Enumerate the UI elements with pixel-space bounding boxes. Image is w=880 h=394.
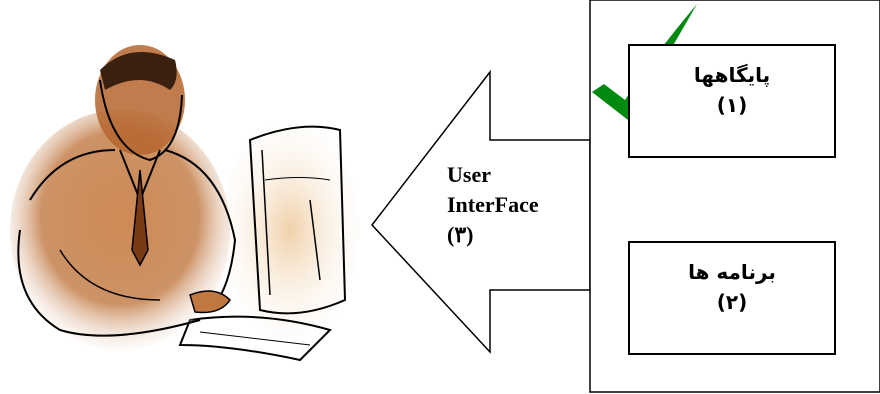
databases-box: پایگاهها (۱) bbox=[628, 44, 836, 158]
programs-number: (۲) bbox=[716, 290, 748, 314]
person-at-computer-icon bbox=[10, 45, 360, 362]
programs-box: برنامه ها (۲) bbox=[628, 241, 836, 355]
programs-label: برنامه ها bbox=[688, 260, 776, 284]
databases-label: پایگاهها bbox=[693, 63, 771, 87]
arrow-label-line1: User bbox=[447, 162, 491, 187]
arrow-label-number: (۳) bbox=[447, 222, 474, 247]
user-interface-arrow bbox=[371, 69, 591, 354]
databases-number: (۱) bbox=[716, 93, 748, 117]
arrow-label-line2: InterFace bbox=[447, 192, 539, 217]
arrow-label: User InterFace (۳) bbox=[447, 160, 597, 250]
